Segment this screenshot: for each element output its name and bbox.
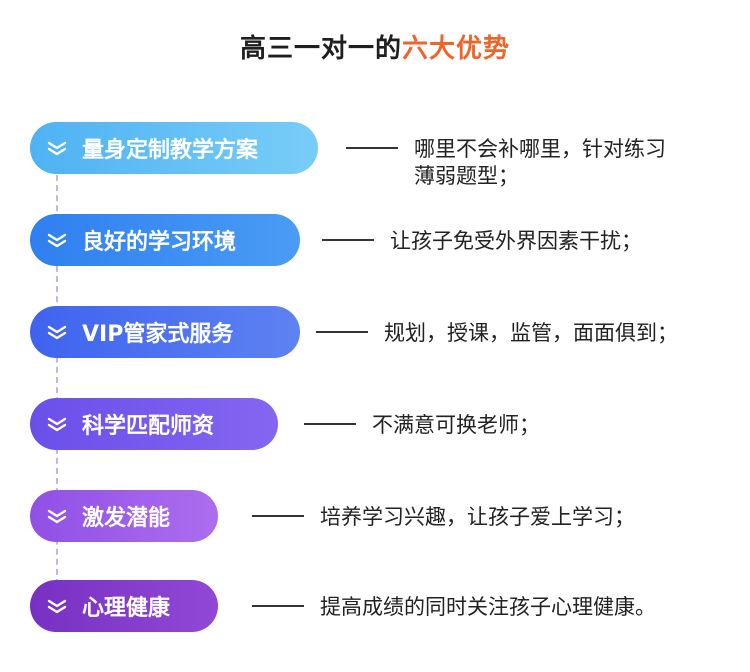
- desc-dash: [322, 239, 374, 241]
- advantage-pill-1: 量身定制教学方案: [30, 122, 318, 174]
- advantage-desc-6-line1: 提高成绩的同时关注孩子心理健康。: [320, 595, 656, 619]
- advantage-label-4: 科学匹配师资: [82, 414, 215, 439]
- advantage-desc-2-line1: 让孩子免受外界因素干扰；: [390, 229, 642, 253]
- advantage-desc-3: 规划，授课，监管，面面俱到；: [316, 320, 678, 347]
- double-chevron-down-icon: [44, 414, 70, 434]
- dashed-connector: [56, 175, 58, 585]
- title-highlight: 六大优势: [402, 34, 511, 64]
- advantage-desc-4: 不满意可换老师；: [304, 412, 540, 439]
- advantage-label-5: 激发潜能: [82, 506, 171, 531]
- desc-dash: [346, 147, 398, 149]
- advantage-label-2: 良好的学习环境: [82, 230, 237, 255]
- advantage-label-3: VIP管家式服务: [82, 322, 234, 347]
- advantage-desc-6: 提高成绩的同时关注孩子心理健康。: [252, 594, 656, 621]
- advantage-desc-1: 哪里不会补哪里，针对练习 薄弱题型；: [346, 136, 666, 190]
- desc-dash: [252, 515, 304, 517]
- desc-dash: [252, 605, 304, 607]
- double-chevron-down-icon: [44, 596, 70, 616]
- double-chevron-down-icon: [44, 322, 70, 342]
- double-chevron-down-icon: [44, 230, 70, 250]
- advantage-desc-1-line2: 薄弱题型；: [414, 164, 519, 188]
- advantage-pill-4: 科学匹配师资: [30, 398, 278, 450]
- advantage-pill-2: 良好的学习环境: [30, 214, 300, 266]
- double-chevron-down-icon: [44, 138, 70, 158]
- advantage-label-6: 心理健康: [82, 596, 171, 621]
- advantage-desc-2: 让孩子免受外界因素干扰；: [322, 228, 642, 255]
- desc-dash: [316, 331, 368, 333]
- title-prefix: 高三一对一的: [239, 34, 402, 64]
- advantage-desc-5: 培养学习兴趣，让孩子爱上学习；: [252, 504, 635, 531]
- advantage-label-1: 量身定制教学方案: [82, 138, 259, 163]
- page-title: 高三一对一的六大优势: [0, 28, 750, 65]
- advantage-pill-6: 心理健康: [30, 580, 218, 632]
- advantage-pill-5: 激发潜能: [30, 490, 218, 542]
- advantage-desc-3-line1: 规划，授课，监管，面面俱到；: [384, 321, 678, 345]
- advantage-pill-3: VIP管家式服务: [30, 306, 300, 358]
- double-chevron-down-icon: [44, 506, 70, 526]
- advantage-desc-1-line1: 哪里不会补哪里，针对练习: [414, 137, 666, 161]
- advantage-desc-4-line1: 不满意可换老师；: [372, 413, 540, 437]
- desc-dash: [304, 423, 356, 425]
- advantage-desc-5-line1: 培养学习兴趣，让孩子爱上学习；: [320, 505, 635, 529]
